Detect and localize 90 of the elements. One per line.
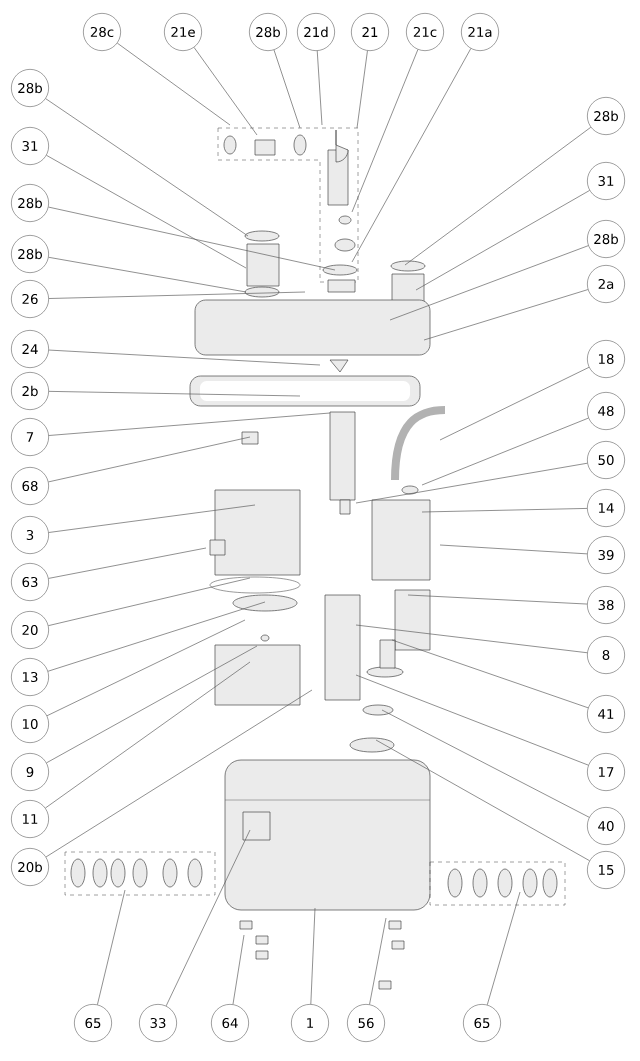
callout-number: 40	[587, 807, 625, 845]
callout-number: 28b	[587, 220, 625, 258]
callout-number: 21e	[164, 13, 202, 51]
callout-number: 64	[211, 1004, 249, 1042]
leader-line	[389, 245, 589, 321]
callout-number: 65	[463, 1004, 501, 1042]
leader-line	[97, 889, 126, 1005]
leader-line	[369, 917, 387, 1005]
leader-line	[423, 289, 589, 341]
callout-number: 31	[587, 162, 625, 200]
leader-line	[48, 547, 207, 579]
leader-line	[355, 624, 588, 654]
leader-line	[48, 206, 336, 271]
callout-number: 15	[587, 851, 625, 889]
leader-line	[46, 645, 258, 764]
callout-number: 33	[139, 1004, 177, 1042]
leader-line	[351, 49, 419, 213]
leader-line	[316, 50, 323, 126]
leader-line	[310, 907, 316, 1005]
callout-number: 21d	[297, 13, 335, 51]
callout-number: 21	[351, 13, 389, 51]
callout-number: 21c	[406, 13, 444, 51]
leader-line	[415, 190, 590, 291]
callout-number: 13	[11, 658, 49, 696]
leader-line	[117, 42, 231, 126]
leader-line	[45, 689, 313, 858]
leader-line	[421, 417, 589, 486]
callout-number: 28c	[83, 13, 121, 51]
leader-line	[48, 256, 247, 293]
callout-number: 24	[11, 330, 49, 368]
callout-number: 8	[587, 636, 625, 674]
callout-number: 10	[11, 705, 49, 743]
callout-number: 21a	[461, 13, 499, 51]
leader-line	[45, 98, 249, 237]
leader-line	[45, 661, 251, 809]
callout-number: 2b	[11, 372, 49, 410]
leader-line	[46, 619, 246, 717]
leader-line	[48, 436, 251, 483]
callout-number: 3	[11, 516, 49, 554]
leader-line	[48, 504, 256, 533]
callout-number: 28b	[11, 235, 49, 273]
callout-number: 39	[587, 536, 625, 574]
leader-line	[48, 291, 306, 299]
leader-line	[421, 508, 588, 513]
leader-line	[404, 126, 592, 266]
callout-number: 20b	[11, 848, 49, 886]
callout-number: 11	[11, 800, 49, 838]
leader-line	[356, 50, 368, 129]
callout-number: 48	[587, 392, 625, 430]
leader-line	[407, 594, 588, 605]
callout-number: 20	[11, 611, 49, 649]
leader-line	[375, 739, 590, 862]
leader-line	[48, 391, 301, 397]
callout-number: 14	[587, 489, 625, 527]
callout-number: 1	[291, 1004, 329, 1042]
leader-line	[355, 462, 588, 504]
leader-line	[48, 577, 251, 626]
callout-number: 65	[74, 1004, 112, 1042]
callout-number: 56	[347, 1004, 385, 1042]
leader-line	[273, 49, 301, 129]
leader-line	[48, 412, 331, 436]
leader-line	[351, 48, 472, 263]
callout-number: 41	[587, 695, 625, 733]
callout-number: 28b	[249, 13, 287, 51]
callout-number: 31	[11, 127, 49, 165]
leader-line	[47, 601, 266, 672]
callout-number: 68	[11, 467, 49, 505]
callout-number: 26	[11, 280, 49, 318]
callout-number: 9	[11, 753, 49, 791]
callout-number: 2a	[587, 265, 625, 303]
callout-number: 38	[587, 586, 625, 624]
callout-number: 28b	[11, 69, 49, 107]
callout-number: 17	[587, 753, 625, 791]
leader-line	[486, 891, 521, 1006]
leader-line	[439, 366, 590, 441]
callout-number: 63	[11, 563, 49, 601]
leader-line	[439, 544, 588, 555]
callout-number: 50	[587, 441, 625, 479]
leader-line	[48, 349, 321, 366]
callout-number: 28b	[11, 184, 49, 222]
leader-line	[355, 674, 589, 766]
leader-line	[232, 934, 245, 1005]
callout-number: 18	[587, 340, 625, 378]
leader-line	[381, 709, 590, 818]
leader-line	[193, 47, 258, 136]
leader-line	[165, 829, 251, 1007]
leader-line	[46, 155, 247, 269]
callout-number: 7	[11, 418, 49, 456]
callout-number: 28b	[587, 97, 625, 135]
leader-line	[391, 639, 589, 709]
